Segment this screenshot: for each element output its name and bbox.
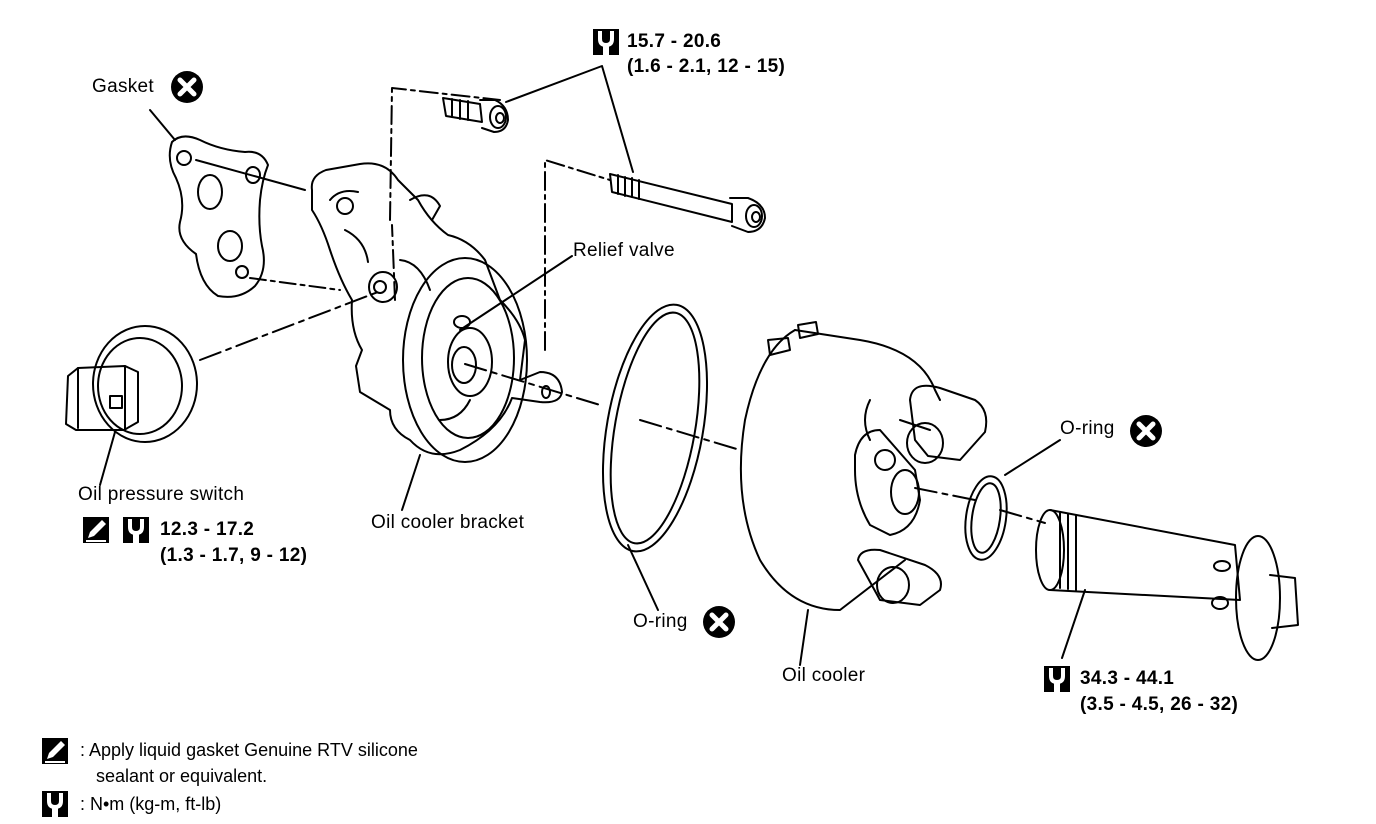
label-o-ring: O-ring [633, 611, 688, 632]
torque-switch-alt: (1.3 - 1.7, 9 - 12) [160, 545, 308, 566]
label-oil-cooler: Oil cooler [782, 665, 866, 686]
torque-wrench-icon [121, 515, 151, 545]
label-o-ring: O-ring [1060, 418, 1115, 439]
torque-bolts-nm: 15.7 - 20.6 [627, 31, 722, 52]
replace-part-icon [1130, 415, 1162, 447]
oil-cooler-bracket-part [310, 162, 563, 463]
replace-part-icon [703, 606, 735, 638]
large-o-ring-part [601, 303, 709, 553]
label-oil-cooler-bracket: Oil cooler bracket [371, 512, 525, 533]
label-gasket: Gasket [92, 76, 154, 97]
small-o-ring-part [964, 475, 1008, 561]
short-bolt-part [442, 97, 509, 133]
liquid-gasket-icon [41, 737, 69, 765]
torque-bolts-alt: (1.6 - 2.1, 12 - 15) [627, 56, 786, 77]
torque-connector-bolt-nm: 34.3 - 44.1 [1080, 668, 1175, 689]
torque-wrench-icon [591, 27, 621, 57]
label-relief-valve: Relief valve [573, 240, 675, 261]
oil-pressure-switch-part [65, 291, 379, 443]
torque-wrench-icon [1042, 664, 1072, 694]
oil-cooler-part [739, 321, 988, 611]
torque-wrench-icon [40, 789, 70, 819]
gasket-part [168, 135, 341, 298]
legend-sealant-line1: : Apply liquid gasket Genuine RTV silico… [80, 740, 418, 760]
long-bolt-part [609, 173, 766, 233]
connector-bolt-part [1035, 509, 1299, 661]
legend-sealant-line2: sealant or equivalent. [96, 766, 268, 786]
label-oil-pressure-switch: Oil pressure switch [78, 484, 245, 505]
liquid-gasket-icon [82, 516, 110, 544]
legend-torque-units: : N•m (kg-m, ft-lb) [80, 794, 222, 814]
torque-switch-nm: 12.3 - 17.2 [160, 519, 255, 540]
replace-part-icon [171, 71, 203, 103]
torque-connector-bolt-alt: (3.5 - 4.5, 26 - 32) [1080, 694, 1239, 715]
